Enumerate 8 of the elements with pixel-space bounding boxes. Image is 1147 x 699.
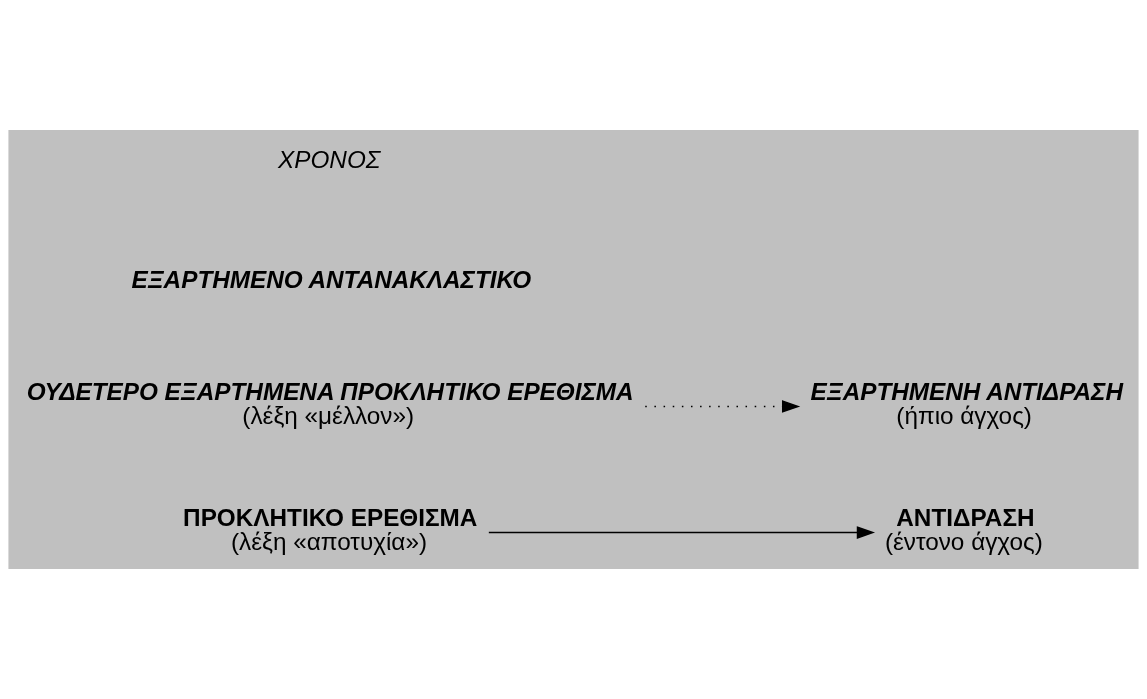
node-text: ΠΡΟΚΛΗΤΙΚΟ ΕΡΕΘΙΣΜΑ (λέξη «αποτυχία»): [183, 504, 478, 556]
label: ΕΞΑΡΤΗΜΕΝΟ ΑΝΤΑΝΑΚΛΑΣΤΙΚΟ: [131, 265, 532, 293]
node-text: ΕΞΑΡΤΗΜΕΝΗ ΑΝΤΙΔΡΑΣΗ (ήπιο άγχος): [810, 378, 1124, 430]
node-text: ΑΝΤΙΔΡΑΣΗ (έντονο άγχος): [884, 504, 1043, 556]
label: ΧΡΟΝΟΣ: [278, 145, 381, 173]
arrow: [644, 400, 801, 413]
arrow: [488, 526, 876, 539]
node-text: ΟΥΔΕΤΕΡΟ ΕΞΑΡΤΗΜΕΝΑ ΠΡΟΚΛΗΤΙΚΟ ΕΡΕΘΙΣΜΑ (λέξη «μέλλον»): [26, 378, 634, 430]
